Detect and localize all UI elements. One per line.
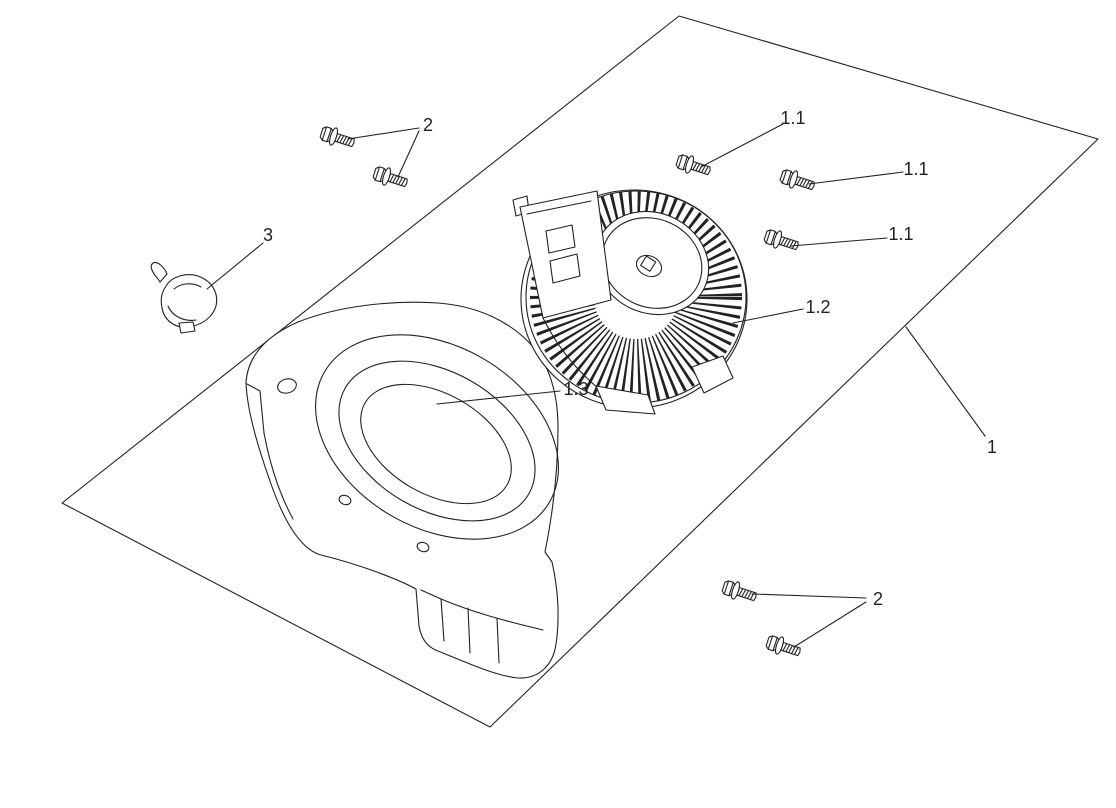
clip-inner-line: [167, 305, 197, 321]
leader-2-bottom-a: [751, 593, 867, 599]
callout-labels: 2 1.1 1.1 1.1 1.2 3 1.3 1 2: [263, 108, 997, 609]
leader-1-3: [436, 390, 561, 405]
flange-bolt-icon: [371, 163, 411, 193]
fan-cover-bolt-hole: [416, 541, 430, 553]
fan-cover-corner-edge: [246, 383, 265, 434]
fan-hub-keyway: [640, 255, 657, 272]
fan-cover-side-contour: [263, 432, 294, 520]
fan-cover-bolt-hole: [338, 494, 352, 506]
fan-cover-body: [245, 301, 559, 679]
fan-cover-opening-mid-rim: [338, 360, 536, 522]
clip-body: [160, 274, 218, 328]
fan-cover-opening-inner-rim: [360, 383, 512, 505]
clip-tab: [178, 321, 196, 334]
leader-1-1-c: [790, 237, 888, 247]
callout-label-1-1-c: 1.1: [888, 224, 913, 244]
flange-bolt-icon: [762, 226, 802, 256]
fan-mount-foot: [691, 355, 734, 394]
fan-cover-top-hole: [277, 378, 297, 394]
clip-hook: [150, 262, 168, 283]
fan-bracket: [519, 190, 612, 319]
leader-2-bottom-b: [793, 601, 867, 648]
leader-3: [206, 242, 264, 290]
callout-label-1-1-a: 1.1: [780, 108, 805, 128]
fan-cover-foot-rib: [467, 607, 471, 654]
leader-1-1-a: [700, 123, 784, 168]
callout-label-1-2: 1.2: [805, 297, 830, 317]
fan-bracket-edge: [526, 200, 592, 215]
fan-hub: [635, 254, 663, 278]
leader-2-top-b: [397, 130, 420, 178]
flange-bolt-icon: [764, 632, 804, 662]
fan-bracket-cutout: [545, 224, 576, 254]
callout-label-1-1-b: 1.1: [903, 159, 928, 179]
callout-label-1: 1: [987, 437, 997, 457]
fan-cover-foot-rib: [496, 617, 500, 664]
fan-cover-part-1-3: [245, 301, 559, 679]
fan-bracket-cutout: [549, 253, 581, 284]
fan-cover-foot-top: [440, 598, 544, 631]
flange-bolt-icon: [778, 166, 818, 196]
clip-part-3: [150, 262, 218, 334]
callout-label-2-bottom: 2: [873, 589, 883, 609]
leader-1-1-b: [808, 171, 904, 185]
fan-cover-opening-outer-rim: [315, 334, 559, 540]
callout-label-3: 3: [263, 225, 273, 245]
cooling-fan-part-1-2: [512, 189, 748, 415]
leader-1-2: [732, 308, 804, 324]
leader-1: [905, 326, 986, 437]
flange-bolt-icon: [720, 577, 760, 607]
leader-2-top-a: [347, 127, 420, 140]
clip-inner-line: [173, 283, 202, 290]
fan-opening-inner-line: [601, 217, 703, 309]
fan-body-contour: [542, 317, 599, 389]
flange-bolt-icon: [318, 123, 358, 153]
flange-bolt-icon: [674, 151, 714, 181]
leader-lines: [206, 123, 986, 648]
callout-label-2-top: 2: [423, 115, 433, 135]
fan-mount-foot: [595, 385, 656, 415]
callout-label-1-3: 1.3: [563, 379, 588, 399]
